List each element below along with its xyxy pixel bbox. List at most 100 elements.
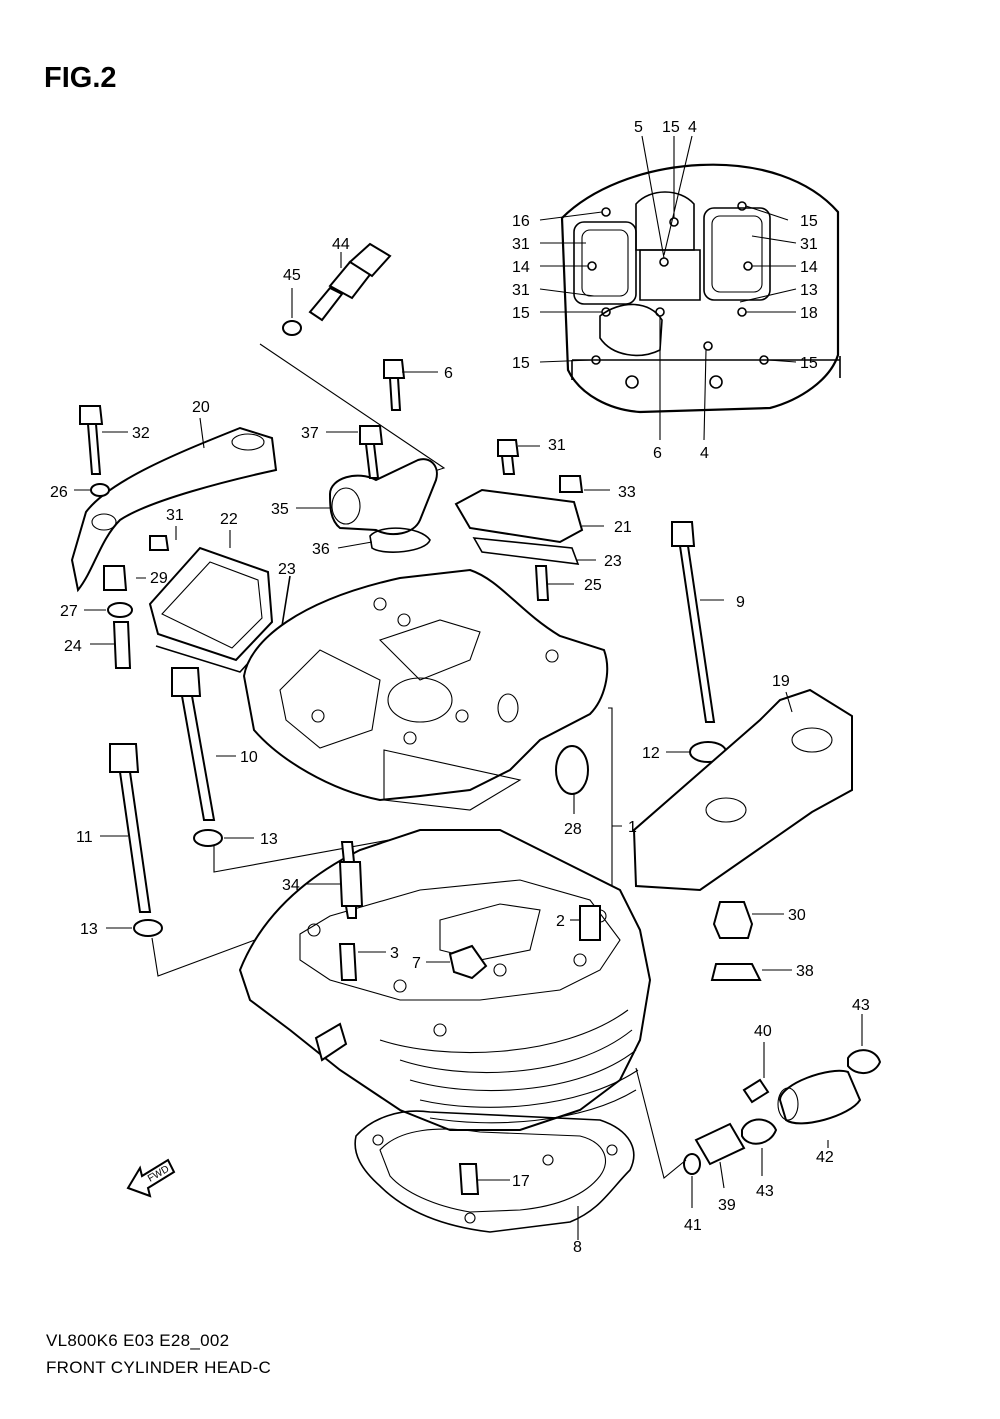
cap-nut-33 [559, 475, 584, 493]
water-outlet-35 [296, 458, 438, 536]
callout-13: 13 [260, 831, 278, 848]
bolt-40 [742, 1042, 770, 1104]
callout-31: 31 [800, 236, 818, 253]
callout-6: 6 [653, 445, 662, 462]
callout-10: 10 [240, 749, 258, 766]
side-cover-19 [632, 688, 853, 892]
callout-17: 17 [512, 1173, 530, 1190]
callout-3: 3 [390, 945, 399, 962]
callout-14: 14 [512, 259, 530, 276]
callout-36: 36 [312, 541, 330, 558]
callout-4: 4 [700, 445, 709, 462]
rubber-30 [712, 901, 784, 939]
diagram-code: VL800K6 E03 E28_002 [46, 1331, 230, 1350]
spark-plug-34 [306, 841, 364, 919]
bolt-10 [171, 667, 236, 821]
callout-23: 23 [604, 553, 622, 570]
dowel-17 [458, 1163, 510, 1195]
clamp-43-upper [847, 1014, 882, 1074]
callout-43: 43 [756, 1183, 774, 1200]
stud-25 [534, 565, 550, 601]
callout-15: 15 [800, 213, 818, 230]
callout-29: 29 [150, 570, 168, 587]
callout-11: 11 [76, 829, 93, 846]
callout-15: 15 [800, 355, 818, 372]
callout-15: 15 [512, 355, 530, 372]
plug-28 [555, 745, 589, 795]
bracket-20 [70, 417, 278, 593]
figure-title: FIG.2 [44, 62, 117, 94]
washer-13-low [133, 919, 163, 937]
callout-30: 30 [788, 907, 806, 924]
hose-42 [777, 1069, 862, 1148]
clamp-43-lower [741, 1118, 778, 1176]
callout-28: 28 [564, 821, 582, 838]
callout-45: 45 [283, 267, 301, 284]
callout-32: 32 [132, 425, 150, 442]
callout-39: 39 [718, 1197, 736, 1214]
callout-13: 13 [800, 282, 818, 299]
callout-23: 23 [278, 561, 296, 578]
washer-27 [107, 602, 133, 618]
callout-20: 20 [192, 399, 210, 416]
callout-8: 8 [573, 1239, 582, 1256]
plug-3 [338, 943, 386, 981]
callout-37: 37 [301, 425, 319, 442]
callout-31: 31 [166, 507, 184, 524]
callout-33: 33 [618, 484, 636, 501]
callout-44: 44 [332, 236, 350, 253]
callout-12: 12 [642, 745, 660, 762]
collar-24 [112, 621, 132, 669]
callout-5: 5 [634, 119, 643, 136]
bolt-31-left [149, 526, 177, 551]
bolt-31-upper [497, 439, 540, 475]
diagram-name: FRONT CYLINDER HEAD-C [46, 1358, 272, 1377]
callout-19: 19 [772, 673, 790, 690]
gasket-23-upper [472, 537, 580, 565]
rubber-38 [710, 963, 792, 981]
callout-25: 25 [584, 577, 602, 594]
washer-13-mid [193, 829, 223, 847]
callout-labels: 5 15 4 16 15 31 31 14 14 31 13 15 18 15 … [50, 119, 870, 1256]
head-gasket-8 [354, 1110, 635, 1240]
callout-35: 35 [271, 501, 289, 518]
callout-15: 15 [662, 119, 680, 136]
callout-6: 6 [444, 365, 453, 382]
bolt-9 [671, 521, 724, 723]
callout-1: 1 [628, 819, 637, 836]
callout-31: 31 [548, 437, 566, 454]
callout-41: 41 [684, 1217, 702, 1234]
callout-24: 24 [64, 638, 82, 655]
bolt-11 [100, 743, 152, 913]
cylinder-head-top-view [539, 135, 841, 441]
callout-16: 16 [512, 213, 530, 230]
callout-9: 9 [736, 594, 745, 611]
cylinder-head [238, 829, 652, 1131]
bolt-6 [383, 359, 438, 411]
callout-4: 4 [688, 119, 697, 136]
fitting-39 [694, 1122, 746, 1189]
bush-29 [103, 565, 128, 591]
callout-27: 27 [60, 603, 78, 620]
callout-31: 31 [512, 282, 530, 299]
callout-34: 34 [282, 877, 300, 894]
callout-43: 43 [852, 997, 870, 1014]
fwd-arrow-icon: FWD [126, 1158, 176, 1198]
gasket-7 [426, 944, 488, 980]
callout-14: 14 [800, 259, 818, 276]
o-ring-41 [683, 1153, 701, 1208]
callout-21: 21 [614, 519, 632, 536]
callout-18: 18 [800, 305, 818, 322]
callout-42: 42 [816, 1149, 834, 1166]
callout-31: 31 [512, 236, 530, 253]
callout-22: 22 [220, 511, 238, 528]
camshaft-housing [242, 568, 609, 811]
washer-45 [282, 288, 302, 336]
cover-22 [148, 530, 274, 662]
washer-26 [90, 483, 110, 497]
o-ring-36 [369, 527, 431, 553]
callout-7: 7 [412, 955, 421, 972]
temperature-sensor-44 [308, 242, 392, 322]
